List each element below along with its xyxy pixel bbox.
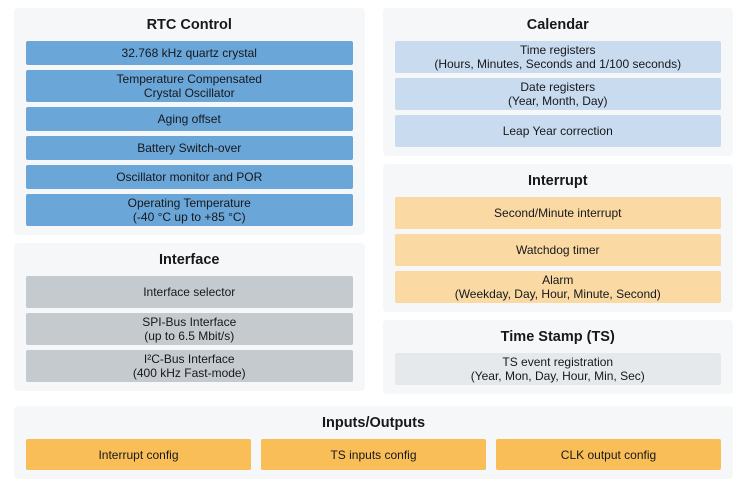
block-date-registers: Date registers (Year, Month, Day): [394, 78, 721, 110]
interrupt-title: Interrupt: [527, 173, 588, 189]
block-operating-temperature: Operating Temperature (-40 °C up to +85 …: [26, 194, 353, 226]
inputs-outputs-blocks: Interrupt config TS inputs config CLK ou…: [26, 439, 721, 470]
block-alarm: Alarm (Weekday, Day, Hour, Minute, Secon…: [394, 271, 721, 303]
block-i2c-bus-interface: I²C-Bus Interface (400 kHz Fast-mode): [26, 350, 353, 382]
interrupt-blocks: Second/Minute interrupt Watchdog timer A…: [394, 197, 721, 303]
block-label: SPI-Bus Interface: [142, 315, 237, 329]
block-spi-bus-interface: SPI-Bus Interface (up to 6.5 Mbit/s): [26, 313, 353, 345]
block-label: (Weekday, Day, Hour, Minute, Second): [454, 287, 661, 301]
block-label: Operating Temperature: [127, 196, 251, 210]
panel-interface: Interface Interface selector SPI-Bus Int…: [14, 243, 365, 391]
block-interface-selector: Interface selector: [26, 276, 353, 308]
block-label: I²C-Bus Interface: [143, 352, 235, 366]
panel-calendar: Calendar Time registers (Hours, Minutes,…: [382, 8, 733, 156]
block-leap-year-correction: Leap Year correction: [394, 115, 721, 147]
block-aging-offset: Aging offset: [26, 107, 353, 131]
panel-time-stamp: Time Stamp (TS) TS event registration (Y…: [382, 320, 733, 394]
block-label: Second/Minute interrupt: [494, 206, 622, 220]
right-column: Calendar Time registers (Hours, Minutes,…: [382, 8, 733, 394]
diagram-columns: RTC Control 32.768 kHz quartz crystal Te…: [14, 8, 733, 394]
block-label: TS event registration: [502, 355, 614, 369]
block-label: (-40 °C up to +85 °C): [132, 210, 246, 224]
time-stamp-blocks: TS event registration (Year, Mon, Day, H…: [394, 353, 721, 385]
block-label: Oscillator monitor and POR: [116, 170, 263, 184]
block-quartz-crystal: 32.768 kHz quartz crystal: [26, 41, 353, 65]
block-label: Leap Year correction: [502, 124, 613, 138]
panel-interrupt: Interrupt Second/Minute interrupt Watchd…: [382, 164, 733, 312]
block-label: (Hours, Minutes, Seconds and 1/100 secon…: [434, 57, 682, 71]
block-label: Battery Switch-over: [137, 141, 242, 155]
interface-blocks: Interface selector SPI-Bus Interface (up…: [26, 276, 353, 382]
block-label: CLK output config: [560, 447, 657, 462]
block-label: Interrupt config: [98, 447, 179, 462]
block-label: TS inputs config: [330, 447, 417, 462]
panel-rtc-control: RTC Control 32.768 kHz quartz crystal Te…: [14, 8, 365, 235]
block-label: Aging offset: [157, 112, 221, 126]
block-label: 32.768 kHz quartz crystal: [121, 46, 257, 60]
left-column: RTC Control 32.768 kHz quartz crystal Te…: [14, 8, 365, 394]
calendar-title: Calendar: [526, 17, 589, 33]
block-ts-inputs-config: TS inputs config: [261, 439, 486, 470]
block-label: Temperature Compensated: [116, 72, 262, 86]
block-label: Interface selector: [143, 285, 236, 299]
block-label: (Year, Month, Day): [507, 94, 608, 108]
panel-inputs-outputs: Inputs/Outputs Interrupt config TS input…: [14, 406, 733, 479]
interface-title: Interface: [159, 252, 220, 268]
block-clk-output-config: CLK output config: [496, 439, 721, 470]
block-label: (up to 6.5 Mbit/s): [144, 329, 235, 343]
block-interrupt-config: Interrupt config: [26, 439, 251, 470]
block-label: Time registers: [519, 43, 596, 57]
block-label: (400 kHz Fast-mode): [132, 366, 246, 380]
block-battery-switchover: Battery Switch-over: [26, 136, 353, 160]
block-label: Crystal Oscillator: [143, 86, 235, 100]
block-label: Date registers: [520, 80, 596, 94]
time-stamp-title: Time Stamp (TS): [500, 329, 615, 345]
block-ts-event-registration: TS event registration (Year, Mon, Day, H…: [394, 353, 721, 385]
calendar-blocks: Time registers (Hours, Minutes, Seconds …: [394, 41, 721, 147]
block-watchdog-timer: Watchdog timer: [394, 234, 721, 266]
block-tcxo: Temperature Compensated Crystal Oscillat…: [26, 70, 353, 102]
inputs-outputs-title: Inputs/Outputs: [321, 415, 426, 431]
block-second-minute-interrupt: Second/Minute interrupt: [394, 197, 721, 229]
block-time-registers: Time registers (Hours, Minutes, Seconds …: [394, 41, 721, 73]
block-label: Watchdog timer: [515, 243, 600, 257]
block-label: (Year, Mon, Day, Hour, Min, Sec): [470, 369, 645, 383]
block-oscillator-monitor-por: Oscillator monitor and POR: [26, 165, 353, 189]
rtc-control-blocks: 32.768 kHz quartz crystal Temperature Co…: [26, 41, 353, 226]
rtc-control-title: RTC Control: [146, 17, 232, 33]
block-label: Alarm: [542, 273, 574, 287]
